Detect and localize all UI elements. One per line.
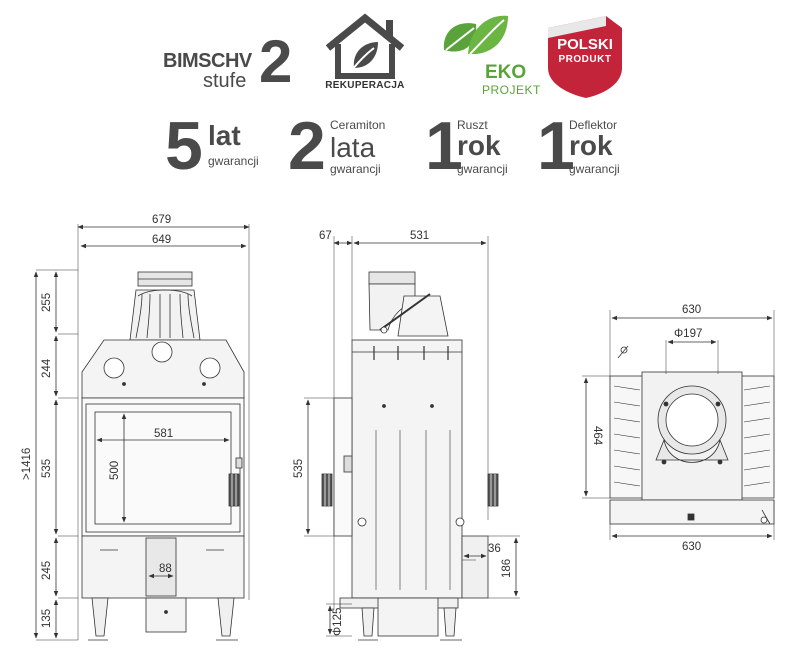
dim-inlet-offset: 36 — [488, 543, 501, 555]
warranty-5-years: 5 lat gwarancji — [165, 112, 275, 188]
warranty-number: 1 — [537, 108, 575, 184]
top-view-labels: 630 Φ197 464 630 — [591, 304, 702, 553]
warranty-ceramiton: 2 Ceramiton lata gwarancji — [288, 112, 398, 188]
dim-flue-diameter: Φ197 — [674, 328, 702, 340]
dim-width-inner: 649 — [152, 234, 171, 246]
dim-depth: 464 — [591, 426, 603, 446]
eko-word: EKO — [485, 62, 527, 83]
warranty-number: 1 — [425, 108, 463, 184]
polski-line1: POLSKI — [557, 36, 613, 53]
front-view-labels: 679 649 581 88 500 255 244 535 245 135 >… — [21, 214, 173, 628]
warranty-part: Deflektor — [569, 118, 618, 132]
warranty-unit: rok — [457, 130, 501, 161]
dim-h-head: 244 — [41, 358, 53, 378]
dim-h-door: 535 — [41, 459, 53, 478]
warranty-caption: gwarancji — [208, 154, 259, 168]
dim-glass-width: 581 — [154, 428, 173, 440]
house-leaf-icon — [325, 13, 405, 79]
warranty-ruszt: 1 Ruszt rok gwarancji — [425, 112, 535, 188]
warranty-part: Ceramiton — [330, 118, 386, 132]
leaves-icon — [443, 15, 508, 55]
warranty-number: 2 — [288, 108, 326, 184]
dim-h-feet: 135 — [41, 609, 53, 628]
dim-inlet-diameter: Φ125 — [332, 608, 344, 636]
dim-glass-height: 500 — [109, 461, 121, 480]
dim-h-base: 245 — [41, 561, 53, 580]
front-view — [33, 224, 250, 641]
warranty-unit: rok — [569, 130, 613, 161]
dim-height-total: >1416 — [21, 448, 33, 480]
flag-shield-icon — [548, 16, 622, 98]
warranty-deflektor: 1 Deflektor rok gwarancji — [537, 112, 647, 188]
dim-depth-front: 67 — [319, 230, 332, 242]
dim-width-top: 630 — [682, 304, 701, 316]
polski-line2: PRODUKT — [558, 54, 612, 65]
top-view — [582, 310, 775, 540]
bimschv-badge: BIMSCHV stufe 2 — [163, 32, 303, 98]
warranty-unit: lata — [330, 132, 376, 163]
dim-h-top: 255 — [41, 293, 53, 312]
warranty-number: 5 — [165, 108, 203, 184]
bimschv-stufe: stufe — [203, 70, 247, 92]
dim-depth-body: 531 — [410, 230, 429, 242]
dim-door-height: 535 — [293, 459, 305, 478]
polski-produkt-badge: POLSKI PRODUKT — [546, 14, 624, 98]
warranty-unit: lat — [208, 120, 241, 151]
rekuperacja-caption: REKUPERACJA — [325, 80, 405, 91]
warranty-caption: gwarancji — [457, 162, 508, 176]
warranty-caption: gwarancji — [330, 162, 381, 176]
warranty-part: Ruszt — [457, 118, 488, 132]
bimschv-number: 2 — [259, 28, 293, 95]
eko-projekt: PROJEKT — [482, 83, 541, 97]
side-view — [304, 236, 520, 641]
warranty-caption: gwarancji — [569, 162, 620, 176]
bimschv-word: BIMSCHV — [163, 50, 252, 72]
dim-inlet-width: 88 — [159, 563, 172, 575]
dim-inlet-height: 186 — [501, 559, 513, 578]
side-view-labels: 67 531 535 36 186 Φ125 — [293, 230, 513, 636]
dim-width-bottom: 630 — [682, 541, 701, 553]
dim-width-outer: 679 — [152, 214, 171, 226]
